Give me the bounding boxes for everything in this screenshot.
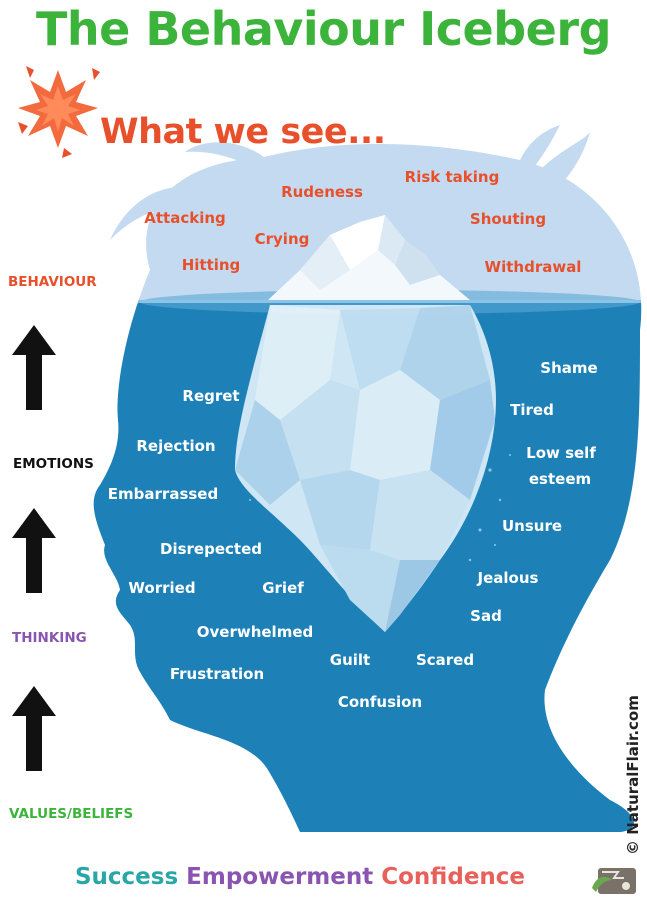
emotion-esteem: esteem (528, 470, 592, 488)
level-thinking: THINKING (12, 630, 87, 646)
behaviour-shouting: Shouting (469, 210, 547, 228)
footer-empowerment: Empowerment (186, 864, 374, 890)
level-values-beliefs: VALUES/BELIEFS (9, 806, 134, 822)
behaviour-attacking: Attacking (144, 209, 226, 227)
emotion-worried: Worried (128, 579, 196, 597)
emotion-regret: Regret (182, 387, 240, 405)
behaviour-withdrawal: Withdrawal (484, 258, 582, 276)
up-arrow-icon (12, 325, 56, 771)
emotion-confusion: Confusion (337, 693, 423, 711)
iceberg-tip (268, 215, 470, 300)
level-behaviour: BEHAVIOUR (8, 274, 97, 290)
leaf-logo-icon (592, 868, 636, 894)
footer-success: Success (74, 864, 179, 890)
emotion-grief: Grief (262, 579, 304, 597)
emotion-guilt: Guilt (329, 651, 371, 669)
emotion-jealous: Jealous (477, 569, 539, 587)
level-emotions: EMOTIONS (13, 456, 94, 472)
behaviour-rudeness: Rudeness (281, 183, 363, 201)
emotion-frustration: Frustration (169, 665, 265, 683)
emotion-scared: Scared (415, 651, 475, 669)
behaviour-risk-taking: Risk taking (404, 168, 500, 186)
emotion-tired: Tired (510, 401, 554, 419)
emotion-unsure: Unsure (501, 517, 563, 535)
emotion-sad: Sad (470, 607, 502, 625)
emotion-embarrassed: Embarrassed (107, 485, 219, 503)
iceberg-underwater (235, 305, 496, 632)
emotion-shame: Shame (540, 359, 598, 377)
copyright-text: © NaturalFlair.com (624, 695, 642, 855)
behaviour-hitting: Hitting (181, 256, 241, 274)
emotion-low-self: Low self (526, 444, 596, 462)
emotion-disrepected: Disrepected (160, 540, 262, 558)
what-we-see-heading: What we see... (100, 112, 386, 152)
explosion-icon (18, 66, 100, 158)
page-title: The Behaviour Iceberg (35, 2, 612, 56)
footer-confidence: Confidence (381, 864, 526, 890)
emotion-rejection: Rejection (136, 437, 216, 455)
emotion-overwhelmed: Overwhelmed (196, 623, 314, 641)
footer-tagline: Success Empowerment Confidence (0, 864, 600, 890)
behaviour-crying: Crying (254, 230, 310, 248)
